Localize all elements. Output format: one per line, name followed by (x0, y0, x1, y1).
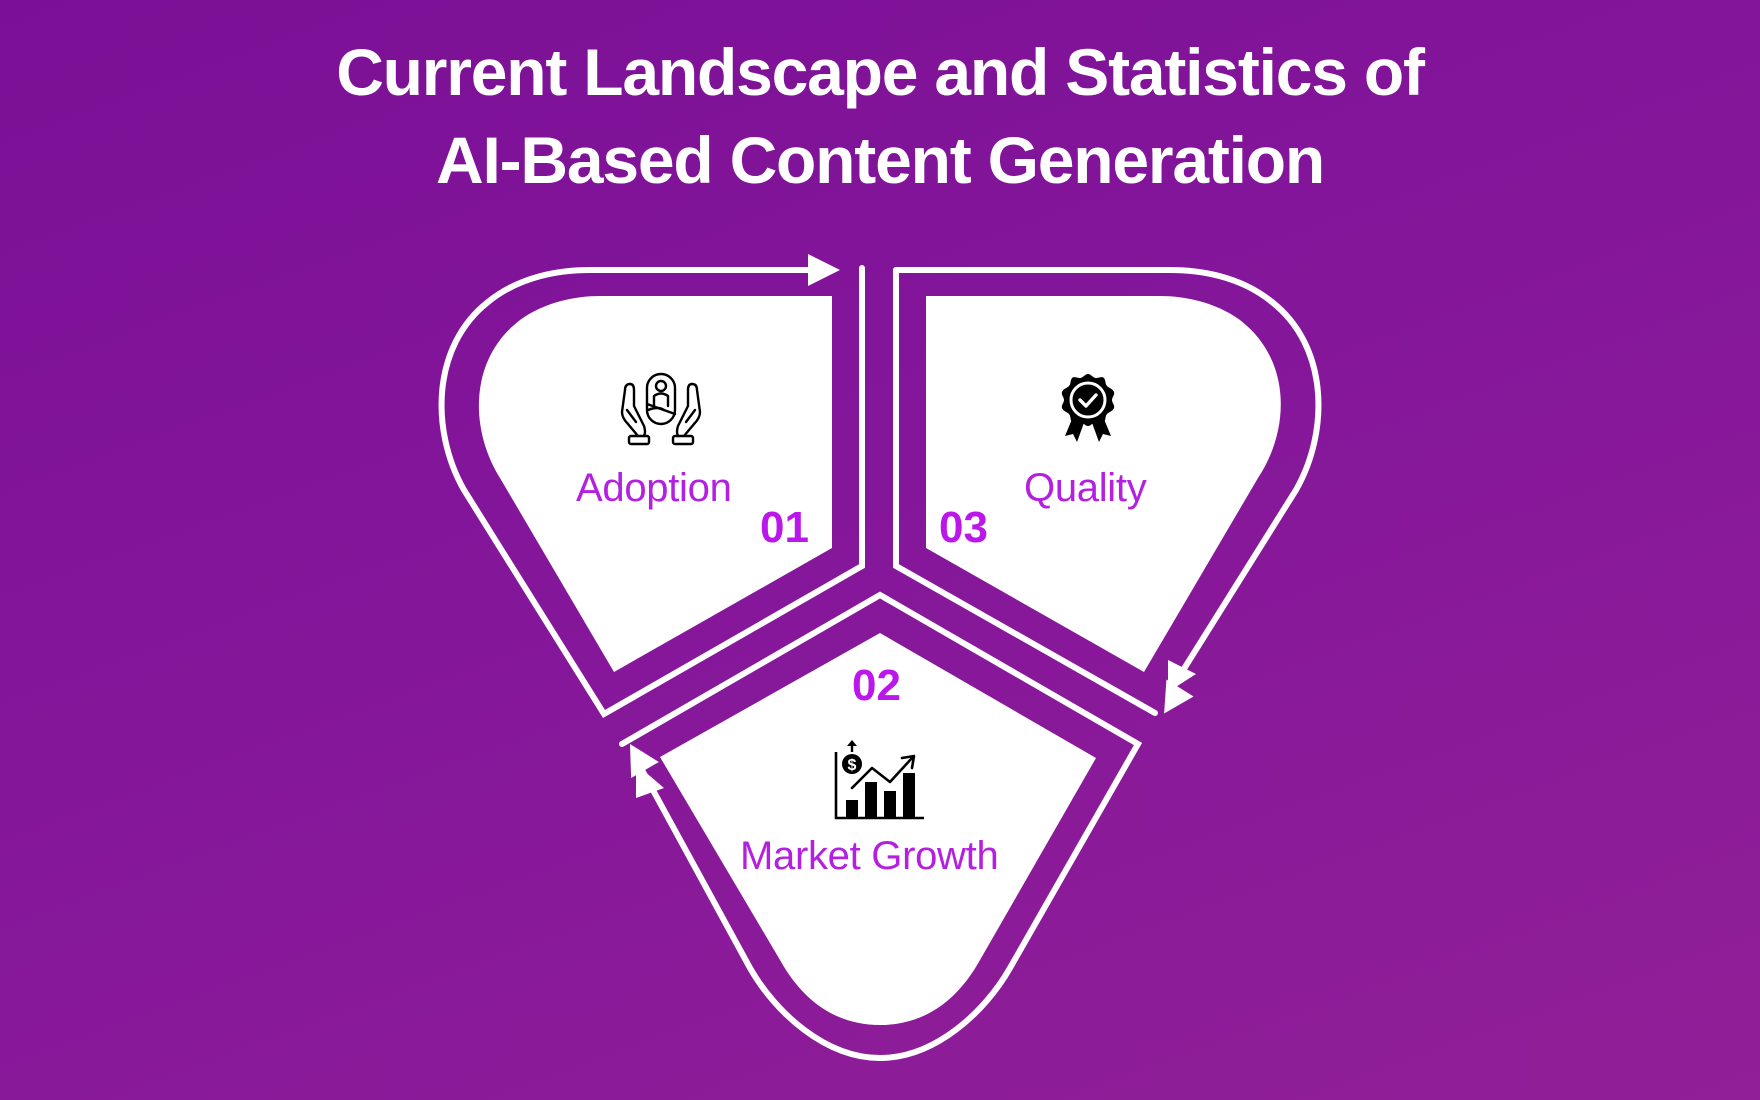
step-label-quality: Quality (1024, 466, 1147, 510)
step-label-adoption: Adoption (576, 466, 732, 510)
arrow-up-left-icon (636, 764, 664, 798)
petal-market-growth (619, 591, 1143, 1062)
award-badge-check-icon (1061, 374, 1115, 442)
arrow-down-left-icon (1168, 660, 1196, 692)
petal-quality-inner-edge (893, 267, 1158, 716)
arrowhead-icon (1164, 679, 1194, 714)
petal-adoption (438, 254, 865, 719)
title-line-1: Current Landscape and Statistics of (336, 35, 1425, 109)
title-line-2: AI-Based Content Generation (435, 123, 1325, 197)
petal-quality (893, 267, 1322, 716)
svg-text:$: $ (848, 757, 857, 774)
step-number-02: 02 (852, 661, 901, 710)
arrowhead-icon (630, 744, 659, 778)
page-title: Current Landscape and Statistics of AI-B… (0, 28, 1760, 204)
petal-adoption-fill (478, 296, 832, 672)
petal-market-growth-fill (660, 633, 1096, 1025)
arrow-right-icon (808, 254, 840, 286)
step-number-03: 03 (939, 503, 988, 552)
arrow-growth-to-adoption (630, 744, 659, 778)
arrow-quality-to-growth (1164, 679, 1194, 714)
petal-market-growth-outline (619, 591, 1143, 1062)
step-number-01: 01 (760, 503, 809, 552)
hands-holding-baby-icon (620, 372, 702, 446)
petal-quality-outline (893, 267, 1322, 675)
step-label-market-growth: Market Growth (740, 834, 999, 878)
growth-chart-dollar-icon: $ (834, 740, 924, 820)
petal-quality-fill (926, 296, 1281, 672)
petal-adoption-outline (438, 265, 865, 719)
